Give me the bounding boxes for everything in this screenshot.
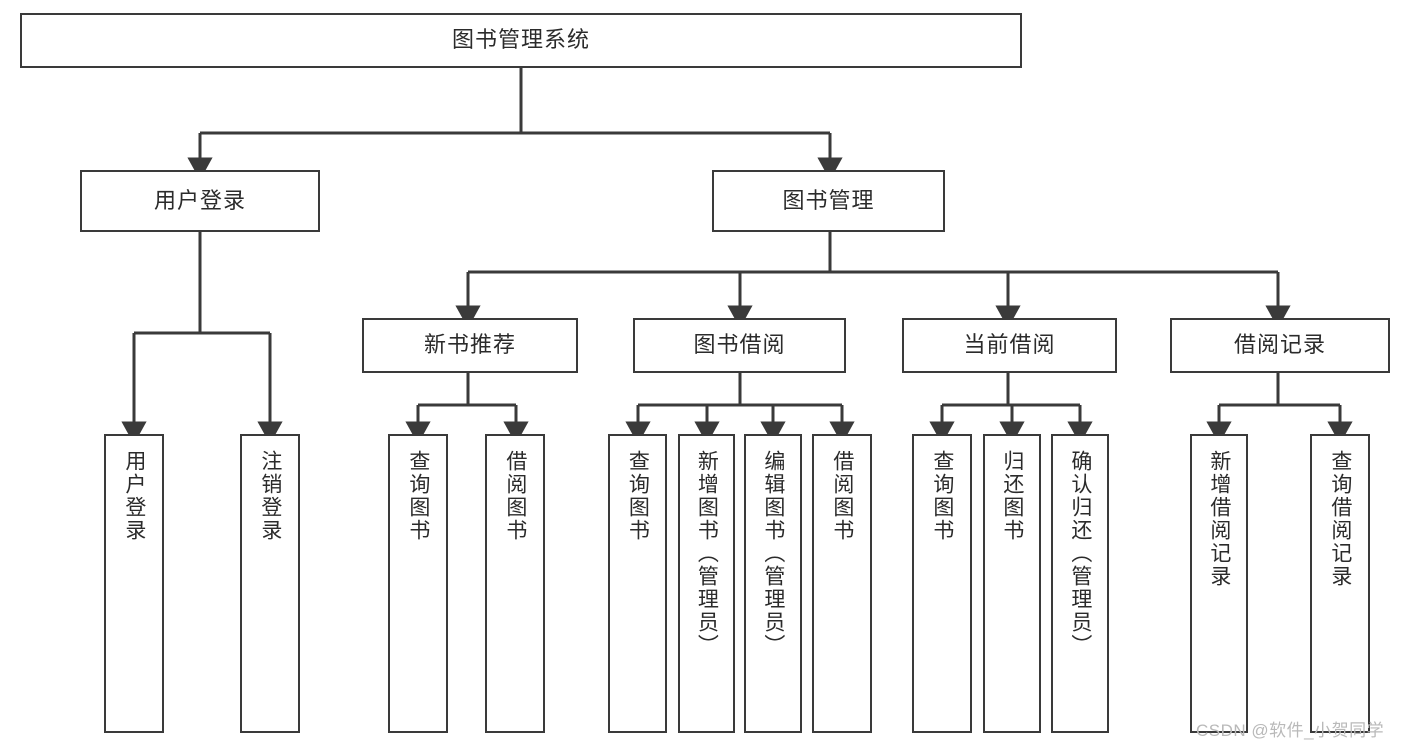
leaf-label: 注销登录 [258,450,282,542]
node-leaf-query-book-borrow[interactable]: 查询图书 [608,434,667,733]
node-leaf-user-login[interactable]: 用户登录 [104,434,164,733]
leaf-label: 编辑图书（管理员） [761,450,785,657]
node-root[interactable]: 图书管理系统 [20,13,1022,68]
leaf-label: 新增图书（管理员） [695,450,719,657]
node-book-borrow[interactable]: 图书借阅 [633,318,846,373]
node-leaf-query-book-rec[interactable]: 查询图书 [388,434,448,733]
leaf-label: 查询图书 [626,450,650,542]
node-leaf-logout[interactable]: 注销登录 [240,434,300,733]
node-new-book-recommend[interactable]: 新书推荐 [362,318,578,373]
leaf-label: 归还图书 [1000,450,1024,542]
node-leaf-edit-book[interactable]: 编辑图书（管理员） [744,434,802,733]
node-leaf-borrow-book-rec[interactable]: 借阅图书 [485,434,545,733]
node-leaf-add-book[interactable]: 新增图书（管理员） [678,434,735,733]
node-current-borrow[interactable]: 当前借阅 [902,318,1117,373]
node-leaf-confirm-return[interactable]: 确认归还（管理员） [1051,434,1109,733]
leaf-label: 用户登录 [122,450,146,542]
leaf-label: 查询图书 [406,450,430,542]
node-leaf-borrow-book[interactable]: 借阅图书 [812,434,872,733]
leaf-label: 查询图书 [930,450,954,542]
csdn-watermark: CSDN @软件_小贺同学 [1196,721,1385,740]
node-leaf-return-book[interactable]: 归还图书 [983,434,1041,733]
node-leaf-query-record[interactable]: 查询借阅记录 [1310,434,1370,733]
node-leaf-add-record[interactable]: 新增借阅记录 [1190,434,1248,733]
node-borrow-record[interactable]: 借阅记录 [1170,318,1390,373]
node-book-manage[interactable]: 图书管理 [712,170,945,232]
leaf-label: 确认归还（管理员） [1068,450,1092,657]
leaf-label: 借阅图书 [503,450,527,542]
leaf-label: 查询借阅记录 [1328,450,1352,588]
node-leaf-query-book-cur[interactable]: 查询图书 [912,434,972,733]
leaf-label: 借阅图书 [830,450,854,542]
leaf-label: 新增借阅记录 [1207,450,1231,588]
node-user-login[interactable]: 用户登录 [80,170,320,232]
